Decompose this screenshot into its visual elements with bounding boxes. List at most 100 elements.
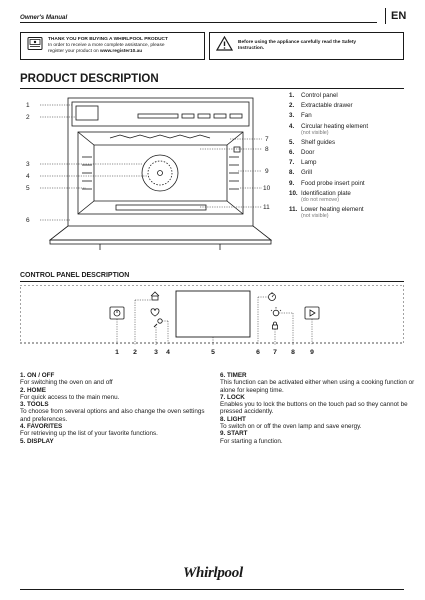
appliance-register-icon: [27, 36, 43, 56]
desc-body: Enables you to lock the buttons on the t…: [220, 401, 408, 416]
part-label: Control panel: [301, 92, 338, 99]
diagram-label-6: 6: [26, 217, 30, 224]
part-num: 9.: [289, 179, 295, 187]
cp-number-5: 5: [211, 349, 215, 356]
diagram-label-3: 3: [26, 161, 30, 168]
part-item: 9. Food probe insert point: [289, 180, 409, 187]
desc-heading: 4. FAVORITES: [20, 423, 63, 431]
desc-body: For retrieving up the list of your favor…: [20, 430, 158, 438]
oven-diagram: 1 2 3 4 5 6 7 8 9 10 11: [26, 97, 273, 250]
register-line2: In order to receive a more complete assi…: [48, 43, 165, 48]
desc-body: For starting a function.: [220, 437, 283, 445]
desc-body: For switching the oven on and off: [20, 379, 113, 387]
warning-icon: [215, 35, 234, 56]
part-label: Circular heating element: [301, 122, 369, 130]
part-label: Fan: [301, 112, 312, 120]
tools-icon[interactable]: [153, 318, 163, 328]
lock-icon[interactable]: [272, 321, 278, 330]
part-item: 4. Circular heating element(not visible): [289, 123, 409, 136]
control-panel-title: CONTROL PANEL DESCRIPTION: [20, 272, 130, 279]
desc-body: To switch on or off the oven lamp and sa…: [220, 423, 362, 431]
cp-number-2: 2: [133, 349, 137, 356]
part-label: Lower heating element: [301, 205, 364, 213]
diagram-label-11: 11: [263, 204, 270, 211]
part-item: 6. Door: [289, 149, 409, 156]
desc-body: For quick access to the main menu.: [20, 393, 120, 401]
part-label: Lamp: [301, 159, 317, 167]
cp-number-7: 7: [273, 349, 277, 356]
part-num: 10.: [289, 189, 298, 197]
part-note: (not visible): [301, 129, 329, 136]
desc-heading: 3. TOOLS: [20, 401, 49, 409]
part-num: 3.: [289, 112, 295, 120]
safety-line1: Before using the appliance carefully rea…: [238, 40, 357, 45]
power-icon[interactable]: [109, 306, 125, 320]
part-label: Food probe insert point: [301, 179, 365, 187]
part-label: Door: [301, 148, 315, 156]
part-num: 6.: [289, 148, 295, 156]
part-item: 8. Grill: [289, 169, 409, 176]
part-note: (do not remove): [301, 196, 340, 203]
desc-heading: 8. LIGHT: [220, 415, 246, 423]
footer-rule: [20, 589, 404, 590]
cp-number-1: 1: [115, 349, 119, 356]
register-heading: THANK YOU FOR BUYING A WHIRLPOOL PRODUCT: [48, 37, 168, 42]
diagram-label-2: 2: [26, 114, 30, 121]
control-descriptions-left: 1. ON / OFF For switching the oven on an…: [20, 372, 215, 445]
part-num: 7.: [289, 159, 295, 167]
part-num: 11.: [289, 205, 298, 213]
cp-number-3: 3: [154, 349, 158, 356]
safety-notice: Before using the appliance carefully rea…: [209, 32, 404, 60]
safety-line2: Instruction.: [238, 46, 265, 51]
diagram-label-10: 10: [263, 185, 271, 192]
cp-number-4: 4: [166, 349, 170, 356]
manual-title: Owner's Manual: [20, 14, 68, 21]
desc-body: This function can be activated either wh…: [220, 379, 415, 394]
part-item: 2.Extractable drawer: [289, 102, 409, 109]
diagram-label-5: 5: [26, 185, 30, 192]
part-num: 8.: [289, 169, 295, 177]
part-label: Grill: [301, 169, 312, 177]
part-num: 5.: [289, 138, 295, 146]
part-item: 7. Lamp: [289, 159, 409, 166]
product-description-rule: [20, 88, 404, 89]
diagram-label-8: 8: [265, 146, 269, 153]
product-description-title: PRODUCT DESCRIPTION: [20, 73, 159, 85]
desc-heading: 2. HOME: [20, 386, 46, 394]
part-note: (not visible): [301, 213, 329, 220]
desc-body: To choose from several options and also …: [20, 408, 205, 423]
register-url[interactable]: www.register10.au: [100, 49, 143, 54]
desc-heading: 7. LOCK: [220, 393, 245, 401]
diagram-label-1: 1: [26, 102, 30, 109]
brand-logo: Whirlpool: [183, 565, 243, 581]
header-rule: [20, 22, 377, 23]
part-item: 5. Shelf guides: [289, 139, 409, 146]
cp-number-6: 6: [256, 349, 260, 356]
timer-icon[interactable]: [268, 292, 276, 301]
part-item: 3. Fan: [289, 112, 409, 119]
language-code: EN: [391, 10, 407, 22]
home-icon[interactable]: [150, 291, 160, 301]
register-line3: register your product on: [48, 49, 100, 54]
desc-heading: 9. START: [220, 430, 248, 438]
control-panel-diagram: [20, 285, 404, 345]
start-icon[interactable]: [304, 306, 320, 320]
header-divider: [385, 8, 386, 24]
part-item: 11.Lower heating element(not visible): [289, 206, 409, 219]
cp-number-9: 9: [310, 349, 314, 356]
part-item: 10.Identification plate(do not remove): [289, 190, 409, 203]
part-num: 2.: [289, 102, 295, 110]
part-label: Identification plate: [301, 189, 351, 197]
part-num: 1.: [289, 92, 295, 99]
part-item: 1. Control panel: [289, 92, 409, 99]
light-icon[interactable]: [270, 307, 282, 317]
desc-heading: 5. DISPLAY: [20, 437, 54, 445]
register-notice: THANK YOU FOR BUYING A WHIRLPOOL PRODUCT…: [20, 32, 205, 60]
control-panel-rule: [20, 281, 404, 282]
part-label: Shelf guides: [301, 138, 336, 146]
part-num: 4.: [289, 122, 295, 130]
diagram-label-4: 4: [26, 173, 30, 180]
desc-heading: 6. TIMER: [220, 372, 247, 379]
heart-icon[interactable]: [150, 308, 160, 317]
desc-heading: 1. ON / OFF: [20, 372, 55, 379]
